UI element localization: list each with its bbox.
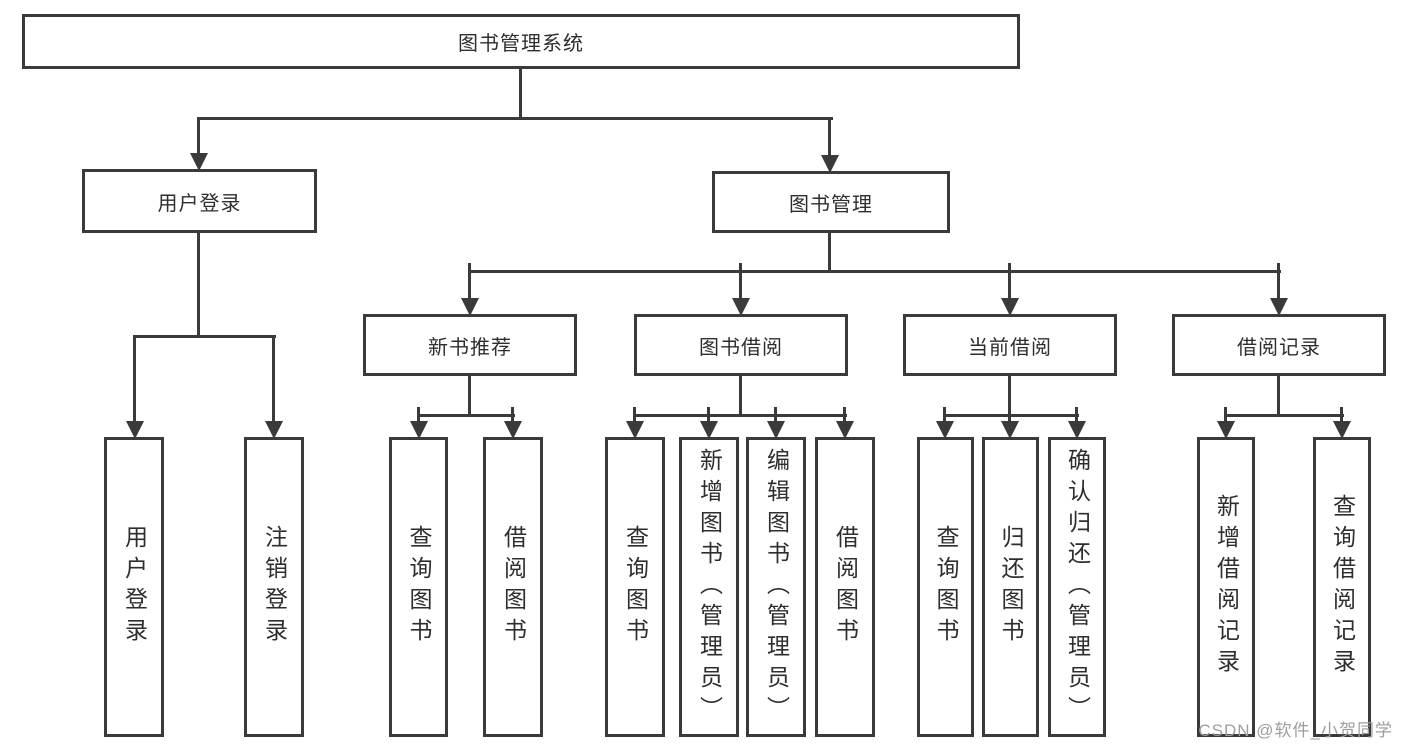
leaf-add-borrow-record: 新增借阅记录: [1197, 437, 1255, 737]
leaf-query-books-recommend: 查询图书: [389, 437, 448, 737]
node-borrowing-records-label: 借阅记录: [1237, 336, 1321, 359]
connector-book-management-stem: [828, 233, 831, 273]
connector-new-book-fork: [417, 414, 515, 417]
arrow-down-to-leaf-query-books-current: [936, 407, 954, 439]
node-book-management: 图书管理: [712, 171, 950, 233]
node-book-borrowing: 图书借阅: [634, 314, 848, 376]
node-current-borrowing-label: 当前借阅: [968, 336, 1052, 359]
arrow-down-to-leaf-borrow-books: [836, 407, 854, 439]
connector-book-borrowing-stem: [739, 376, 742, 417]
connector-records-fork: [1224, 414, 1344, 417]
leaf-query-borrow-record: 查询借阅记录: [1313, 437, 1371, 737]
arrow-down-to-leaf-edit-book-admin: [767, 407, 785, 439]
leaf-user-login-label: 用户登录: [121, 525, 148, 649]
leaf-add-book-admin: 新增图书（管理员）: [679, 437, 739, 737]
leaf-edit-book-admin-label: 编辑图书（管理员）: [763, 447, 790, 727]
leaf-confirm-return-admin: 确认归还（管理员）: [1048, 437, 1106, 737]
leaf-borrow-books-label: 借阅图书: [832, 525, 859, 649]
leaf-return-book: 归还图书: [982, 437, 1039, 737]
arrow-down-to-leaf-return-book: [1001, 407, 1019, 439]
leaf-logout-label: 注销登录: [261, 525, 288, 649]
arrow-down-to-new-book-recommend: [461, 263, 479, 316]
connector-user-login-stem: [197, 233, 200, 338]
arrow-down-to-leaf-user-login: [126, 335, 144, 439]
node-user-login-label: 用户登录: [157, 192, 242, 215]
node-library-system: 图书管理系统: [22, 14, 1020, 69]
arrow-down-to-current-borrowing: [1001, 263, 1019, 316]
arrow-down-to-leaf-add-borrow-record: [1217, 407, 1235, 439]
arrow-down-to-book-borrowing: [732, 263, 750, 316]
node-new-book-recommend-label: 新书推荐: [428, 336, 512, 359]
arrow-down-to-leaf-add-book-admin: [700, 407, 718, 439]
node-borrowing-records: 借阅记录: [1172, 314, 1386, 376]
connector-level2-fork: [197, 117, 833, 120]
connector-root-stem: [519, 69, 522, 120]
connector-current-borrowing-fork: [943, 414, 1079, 417]
leaf-borrow-books: 借阅图书: [815, 437, 875, 737]
node-new-book-recommend: 新书推荐: [363, 314, 577, 376]
connector-current-borrowing-stem: [1008, 376, 1011, 417]
leaf-logout: 注销登录: [244, 437, 304, 737]
arrow-down-to-leaf-borrow-books-recommend: [504, 407, 522, 439]
csdn-watermark: CSDN @软件_小贺同学: [1198, 721, 1393, 740]
leaf-query-books-current: 查询图书: [917, 437, 974, 737]
node-book-management-label: 图书管理: [789, 193, 873, 216]
connector-new-book-stem: [468, 376, 471, 417]
connector-level3-fork: [468, 270, 1281, 273]
connector-records-stem: [1277, 376, 1280, 417]
arrow-down-to-leaf-confirm-return-admin: [1068, 407, 1086, 439]
leaf-add-borrow-record-label: 新增借阅记录: [1213, 494, 1240, 680]
leaf-return-book-label: 归还图书: [998, 525, 1024, 649]
leaf-borrow-books-recommend: 借阅图书: [483, 437, 543, 737]
leaf-edit-book-admin: 编辑图书（管理员）: [746, 437, 806, 737]
leaf-query-books-borrowing: 查询图书: [605, 437, 665, 737]
connector-book-borrowing-fork: [633, 414, 847, 417]
arrow-down-to-book-management: [821, 117, 839, 173]
leaf-add-book-admin-label: 新增图书（管理员）: [696, 447, 723, 727]
leaf-borrow-books-recommend-label: 借阅图书: [500, 525, 527, 649]
connector-user-login-fork: [133, 335, 276, 338]
leaf-confirm-return-admin-label: 确认归还（管理员）: [1064, 447, 1091, 727]
arrow-down-to-leaf-logout: [265, 335, 283, 439]
arrow-down-to-leaf-query-books-recommend: [410, 407, 428, 439]
node-book-borrowing-label: 图书借阅: [699, 336, 783, 359]
node-library-system-label: 图书管理系统: [458, 33, 584, 55]
arrow-down-to-leaf-query-books-borrowing: [626, 407, 644, 439]
arrow-down-to-leaf-query-borrow-record: [1333, 407, 1351, 439]
leaf-query-borrow-record-label: 查询借阅记录: [1329, 494, 1356, 680]
leaf-user-login: 用户登录: [104, 437, 164, 737]
leaf-query-books-borrowing-label: 查询图书: [622, 525, 649, 649]
leaf-query-books-current-label: 查询图书: [933, 525, 959, 649]
node-user-login: 用户登录: [82, 169, 317, 233]
node-current-borrowing: 当前借阅: [903, 314, 1117, 376]
arrow-down-to-borrowing-records: [1270, 263, 1288, 316]
leaf-query-books-recommend-label: 查询图书: [406, 525, 432, 649]
arrow-down-to-user-login: [190, 117, 208, 171]
